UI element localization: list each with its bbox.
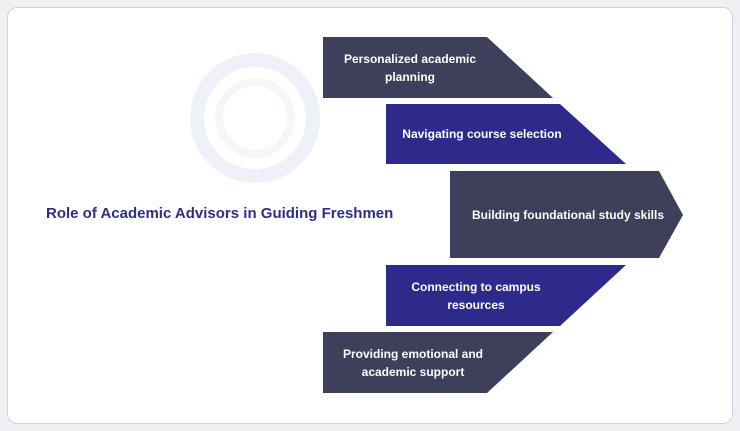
segment-3-shape [450,171,683,258]
segment-1-shape [323,37,553,98]
segment-4-shape [386,265,626,326]
segment-5-label: Providing emotional and academic support [342,346,483,379]
segment-4-label: Connecting to campus resources [411,279,541,312]
diagram-title: Role of Academic Advisors in Guiding Fre… [46,205,394,222]
segment-3-label: Building foundational study skills [471,207,664,222]
segment-1-label: Personalized academic planning [343,51,477,84]
segment-5-shape [323,332,553,393]
segment-2-label: Navigating course selection [402,127,562,141]
segment-2-shape [386,104,626,164]
